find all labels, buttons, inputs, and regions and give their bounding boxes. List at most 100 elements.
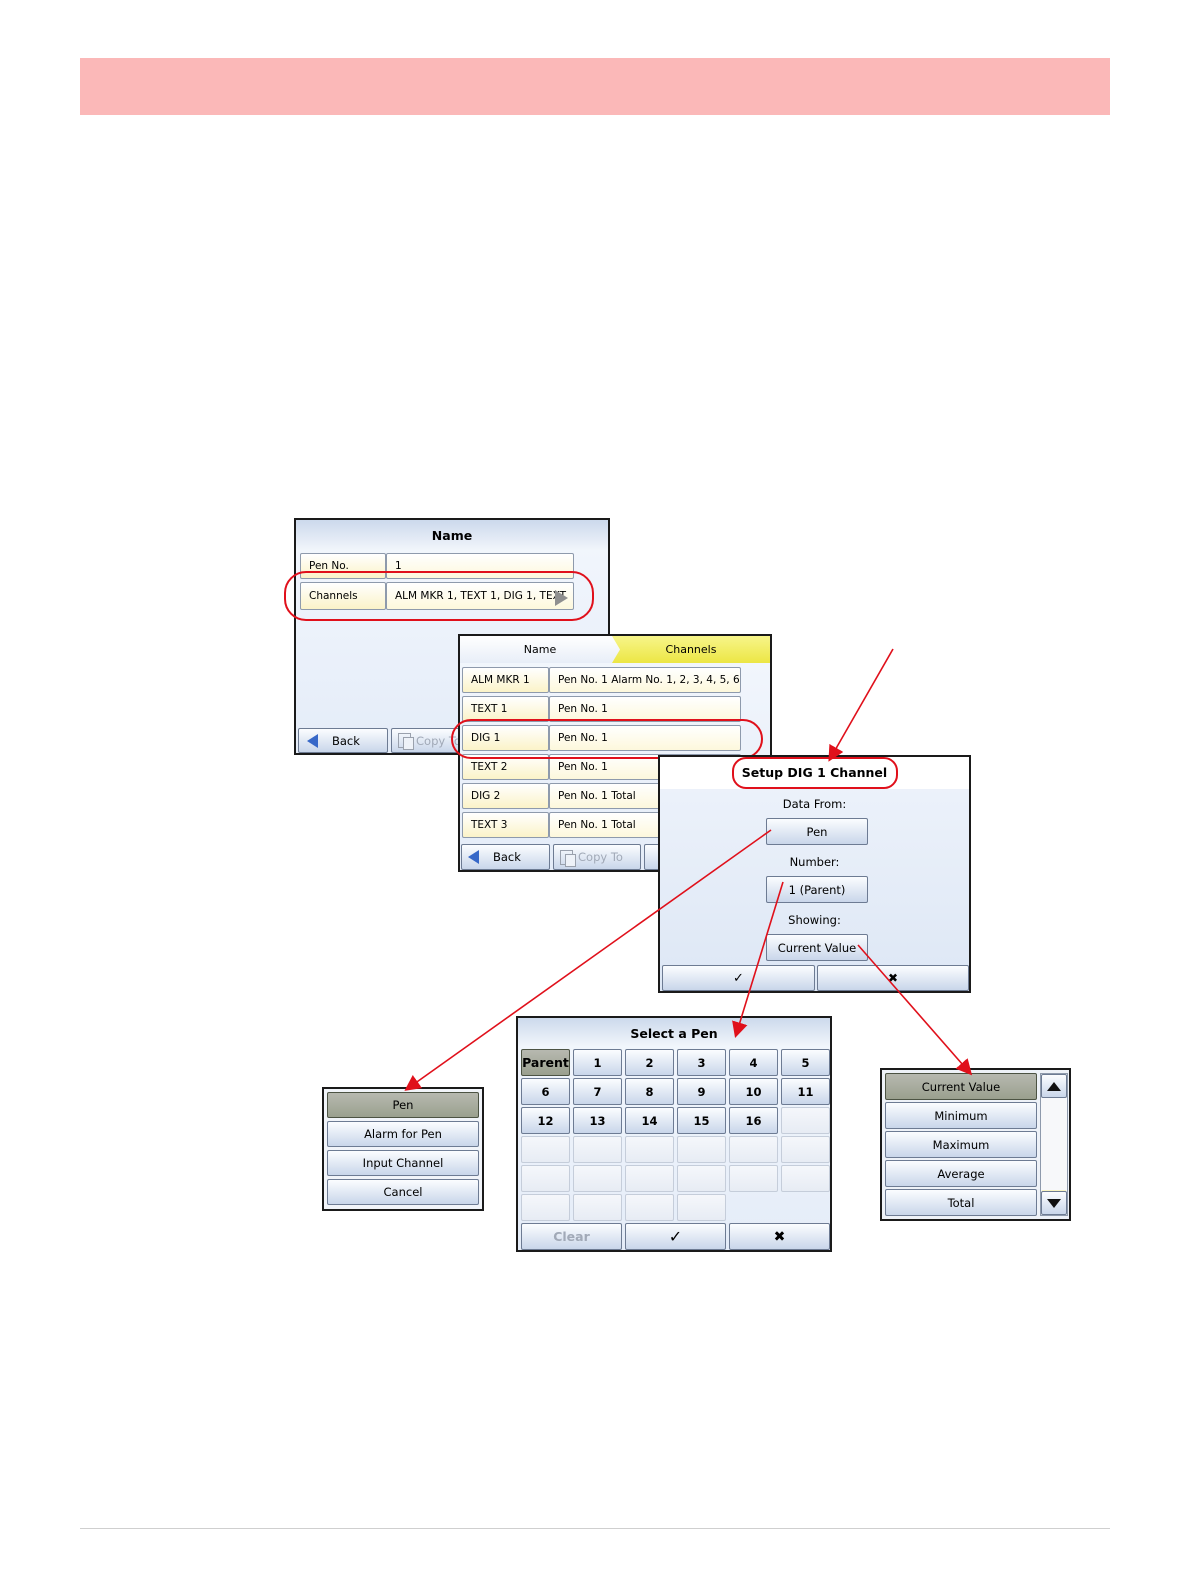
pen-key-empty — [573, 1194, 622, 1221]
ok-button[interactable]: ✓ — [625, 1223, 726, 1250]
copy-icon — [560, 849, 576, 867]
pen-key-13[interactable]: 13 — [573, 1107, 622, 1134]
channels-value[interactable]: ALM MKR 1, TEXT 1, DIG 1, TEXT — [386, 582, 574, 610]
pen-key-empty — [625, 1136, 674, 1163]
pen-key-empty — [677, 1136, 726, 1163]
pen-key-empty — [521, 1194, 570, 1221]
pen-key-9[interactable]: 9 — [677, 1078, 726, 1105]
tab-channels[interactable]: Channels — [612, 636, 770, 663]
number-button[interactable]: 1 (Parent) — [766, 876, 868, 903]
data-from-label: Data From: — [782, 797, 847, 811]
footer-rule — [80, 1528, 1110, 1529]
menu-item-cancel[interactable]: Cancel — [327, 1179, 479, 1205]
showing-label: Showing: — [788, 913, 841, 927]
menu-item-total[interactable]: Total — [885, 1189, 1037, 1216]
pen-key-empty — [781, 1107, 830, 1134]
back-arrow-icon — [468, 850, 479, 864]
pen-key-empty — [625, 1194, 674, 1221]
back-label: Back — [493, 850, 521, 864]
menu-item-minimum[interactable]: Minimum — [885, 1102, 1037, 1129]
menu-item-average[interactable]: Average — [885, 1160, 1037, 1187]
pen-key-5[interactable]: 5 — [781, 1049, 830, 1076]
pen-key-10[interactable]: 10 — [729, 1078, 778, 1105]
channel-value-dig-1[interactable]: Pen No. 1 — [549, 725, 741, 751]
expand-arrow-icon — [555, 590, 568, 606]
pen-key-4[interactable]: 4 — [729, 1049, 778, 1076]
dialog-title: Setup DIG 1 Channel — [660, 757, 969, 789]
tab-name[interactable]: Name — [460, 636, 620, 663]
menu-item-maximum[interactable]: Maximum — [885, 1131, 1037, 1158]
setup-dig1-dialog: Setup DIG 1 Channel Data From: Pen Numbe… — [658, 755, 971, 993]
pen-no-label: Pen No. — [300, 553, 386, 579]
select-pen-panel: Select a Pen Parent 1 2 3 4 5 6 7 8 9 10… — [516, 1016, 832, 1252]
pen-key-11[interactable]: 11 — [781, 1078, 830, 1105]
arrow-up-icon — [1047, 1081, 1061, 1091]
pen-key-16[interactable]: 16 — [729, 1107, 778, 1134]
showing-menu: Current Value Minimum Maximum Average To… — [880, 1068, 1071, 1221]
arrow-to-title — [828, 648, 894, 762]
tab-channels-label: Channels — [665, 643, 717, 656]
pen-key-empty — [781, 1165, 830, 1192]
pen-key-empty — [781, 1136, 830, 1163]
pen-key-6[interactable]: 6 — [521, 1078, 570, 1105]
channels-value-text: ALM MKR 1, TEXT 1, DIG 1, TEXT — [395, 590, 567, 602]
menu-item-alarm-for-pen[interactable]: Alarm for Pen — [327, 1121, 479, 1147]
pen-key-empty — [729, 1165, 778, 1192]
back-label: Back — [332, 733, 360, 748]
scroll-up-button[interactable] — [1041, 1074, 1067, 1098]
select-pen-title: Select a Pen — [518, 1018, 830, 1046]
copy-icon — [398, 733, 414, 750]
channel-value-text-1[interactable]: Pen No. 1 — [549, 696, 741, 722]
pen-key-14[interactable]: 14 — [625, 1107, 674, 1134]
pen-key-7[interactable]: 7 — [573, 1078, 622, 1105]
arrow-to-data-from-menu — [404, 829, 772, 1091]
channel-label-dig-2: DIG 2 — [462, 783, 549, 809]
channel-value-alm-mkr-1[interactable]: Pen No. 1 Alarm No. 1, 2, 3, 4, 5, 6 — [549, 667, 741, 693]
showing-button[interactable]: Current Value — [766, 934, 868, 961]
pen-key-empty — [521, 1136, 570, 1163]
pen-key-empty — [625, 1165, 674, 1192]
pen-key-empty — [677, 1165, 726, 1192]
channel-label-text-1: TEXT 1 — [462, 696, 549, 722]
title-highlight-oval — [732, 757, 898, 789]
clear-button[interactable]: Clear — [521, 1223, 622, 1250]
arrow-to-showing-menu — [857, 944, 973, 1076]
cancel-button[interactable]: ✖ — [729, 1223, 830, 1250]
pen-no-value[interactable]: 1 — [386, 553, 574, 579]
pen-key-empty — [521, 1165, 570, 1192]
copy-to-label: Copy To — [416, 733, 461, 748]
ok-button[interactable]: ✓ — [662, 965, 815, 991]
pen-key-2[interactable]: 2 — [625, 1049, 674, 1076]
menu-scrollbar[interactable] — [1040, 1073, 1068, 1216]
pen-key-15[interactable]: 15 — [677, 1107, 726, 1134]
back-button[interactable]: Back — [298, 728, 388, 753]
header-band — [80, 58, 1110, 115]
pen-key-3[interactable]: 3 — [677, 1049, 726, 1076]
back-button[interactable]: Back — [461, 844, 550, 870]
pen-key-empty — [573, 1165, 622, 1192]
menu-item-input-channel[interactable]: Input Channel — [327, 1150, 479, 1176]
copy-to-label: Copy To — [578, 850, 623, 864]
pen-key-empty — [573, 1136, 622, 1163]
pen-key-empty — [677, 1194, 726, 1221]
channel-label-text-3: TEXT 3 — [462, 812, 549, 838]
copy-to-button[interactable]: Copy To — [553, 844, 641, 870]
data-from-button[interactable]: Pen — [766, 818, 868, 845]
cancel-button[interactable]: ✖ — [817, 965, 969, 991]
channels-highlight-oval — [284, 571, 594, 621]
pen-key-8[interactable]: 8 — [625, 1078, 674, 1105]
pen-key-parent[interactable]: Parent — [521, 1049, 570, 1076]
arrow-to-pen-selector — [732, 881, 784, 1039]
channel-label-alm-mkr-1: ALM MKR 1 — [462, 667, 549, 693]
menu-item-current-value[interactable]: Current Value — [885, 1073, 1037, 1100]
pen-key-1[interactable]: 1 — [573, 1049, 622, 1076]
pen-key-12[interactable]: 12 — [521, 1107, 570, 1134]
tab-name-label: Name — [523, 643, 557, 656]
number-label: Number: — [789, 855, 840, 869]
channels-label: Channels — [300, 582, 386, 610]
scroll-down-button[interactable] — [1041, 1191, 1067, 1215]
menu-item-pen[interactable]: Pen — [327, 1092, 479, 1118]
pen-key-empty — [729, 1136, 778, 1163]
arrow-down-icon — [1047, 1198, 1061, 1208]
